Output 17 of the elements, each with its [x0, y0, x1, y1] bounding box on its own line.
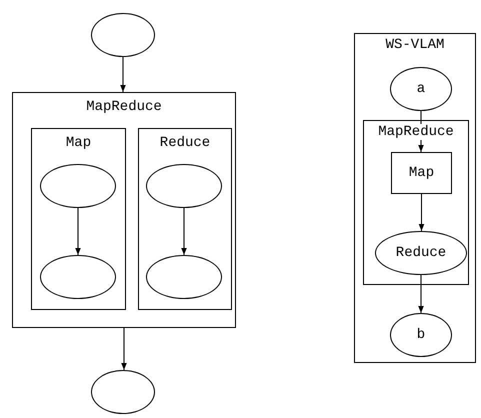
box-title: Map — [64, 135, 92, 151]
node-label: Map — [408, 165, 436, 181]
container-box — [12, 92, 236, 328]
container-box — [31, 128, 126, 310]
container-box — [138, 128, 232, 310]
arrow — [418, 274, 424, 314]
container-box — [363, 120, 469, 285]
arrow — [418, 194, 424, 232]
arrow — [75, 208, 81, 256]
box-title: MapReduce — [377, 124, 455, 140]
arrow — [121, 328, 127, 370]
arrow — [181, 208, 187, 256]
arrow — [120, 56, 126, 92]
box-title: MapReduce — [85, 99, 163, 115]
process-box — [391, 152, 452, 194]
container-box — [354, 33, 476, 363]
ellipse-node — [375, 231, 467, 275]
